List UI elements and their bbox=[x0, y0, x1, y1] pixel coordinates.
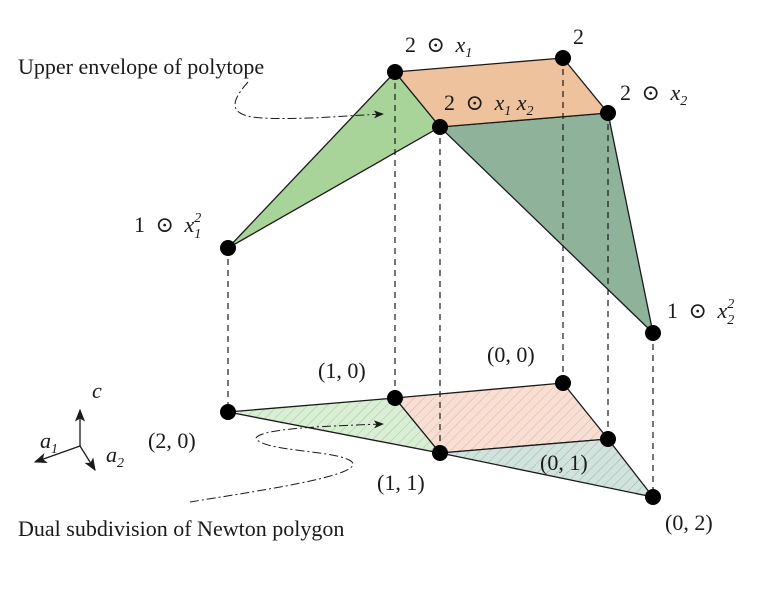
vertex-p01 bbox=[600, 431, 616, 447]
upper-envelope bbox=[227, 57, 655, 335]
vertex-p02 bbox=[645, 489, 661, 505]
label-const: 2 bbox=[573, 24, 584, 49]
axis-a2-arrow bbox=[79, 445, 96, 472]
axis-c-label: c bbox=[92, 378, 102, 403]
vertex-x2 bbox=[600, 105, 616, 121]
vertex-const bbox=[555, 50, 571, 66]
newton-subdivision bbox=[227, 382, 655, 498]
label-x2: 2 ⊙ x2 bbox=[620, 80, 687, 109]
projection-lines bbox=[227, 58, 654, 497]
axes-indicator bbox=[33, 408, 96, 472]
caption-dual-subdivision: Dual subdivision of Newton polygon bbox=[18, 516, 344, 541]
leader-arrows bbox=[189, 81, 384, 503]
label-p02: (0, 2) bbox=[665, 510, 713, 535]
vertex-x1 bbox=[387, 64, 403, 80]
vertex-p20 bbox=[220, 404, 236, 420]
axis-a1-arrow bbox=[33, 445, 81, 463]
label-x1x2: 2 ⊙ x1 x2 bbox=[444, 90, 533, 120]
vertex-p00 bbox=[555, 375, 571, 391]
label-p00: (0, 0) bbox=[487, 342, 535, 367]
label-p10: (1, 0) bbox=[318, 358, 366, 383]
vertex-p11 bbox=[432, 445, 448, 461]
vertices bbox=[220, 50, 661, 505]
label-p20: (2, 0) bbox=[148, 428, 196, 453]
axis-a2-label: a2 bbox=[106, 442, 124, 471]
vertex-x1x2 bbox=[432, 119, 448, 135]
label-x1: 2 ⊙ x1 bbox=[405, 32, 472, 61]
caption-upper-envelope: Upper envelope of polytope bbox=[18, 54, 264, 79]
vertex-x1sq bbox=[220, 240, 236, 256]
upper-leader-arrow bbox=[234, 81, 384, 120]
vertex-p10 bbox=[387, 390, 403, 406]
vertex-x2sq bbox=[645, 325, 661, 341]
face-green-left bbox=[227, 71, 441, 249]
lower-leader-arrow bbox=[189, 420, 384, 503]
cell-teal bbox=[439, 438, 655, 498]
label-p01: (0, 1) bbox=[540, 450, 588, 475]
label-p11: (1, 1) bbox=[377, 470, 425, 495]
axis-a1-label: a1 bbox=[40, 428, 58, 457]
face-dark-green-right bbox=[438, 112, 655, 335]
